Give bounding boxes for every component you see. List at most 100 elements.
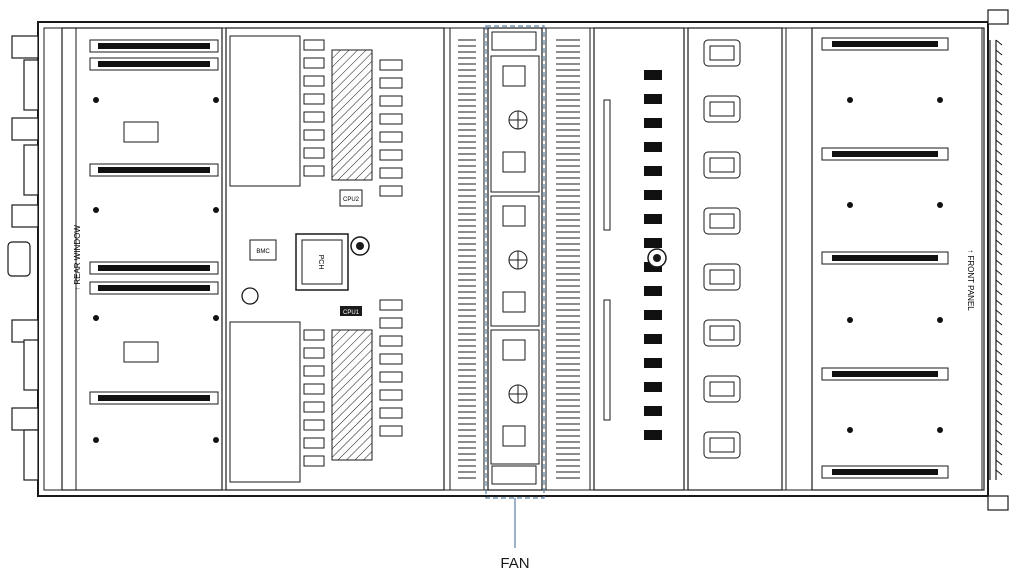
vent-tooth bbox=[995, 399, 1003, 406]
battery bbox=[241, 287, 259, 305]
dimm-slot bbox=[379, 131, 403, 143]
drive-latch-window bbox=[709, 325, 735, 341]
dimm-slot bbox=[303, 401, 325, 413]
dimm-slot bbox=[303, 111, 325, 123]
backplane-connector bbox=[644, 238, 662, 248]
dimm-slot bbox=[303, 165, 325, 177]
vent-tooth bbox=[995, 469, 1003, 476]
riser-left-bottom bbox=[229, 321, 301, 483]
dimm-slot bbox=[303, 93, 325, 105]
vent-tooth bbox=[995, 79, 1003, 86]
screw bbox=[847, 202, 853, 208]
vent-tooth bbox=[995, 429, 1003, 436]
backplane-connector bbox=[644, 142, 662, 152]
vent-tooth bbox=[995, 269, 1003, 276]
dimm-slot bbox=[379, 77, 403, 89]
pcie-slot-contact bbox=[98, 43, 210, 49]
fan-callout-box bbox=[485, 25, 545, 499]
screw bbox=[937, 317, 943, 323]
dimm-slot bbox=[379, 167, 403, 179]
screw bbox=[937, 427, 943, 433]
backplane-connector bbox=[644, 334, 662, 344]
backplane-connector bbox=[644, 382, 662, 392]
drive-latch-window bbox=[709, 101, 735, 117]
screw bbox=[847, 97, 853, 103]
cpu2-marker bbox=[339, 189, 363, 207]
backplane-connector bbox=[644, 94, 662, 104]
drive-connector-contact bbox=[832, 469, 938, 475]
fan-window bbox=[502, 65, 526, 87]
backplane-standoff-center bbox=[653, 254, 661, 262]
backplane-header bbox=[603, 99, 611, 231]
motherboard-outline bbox=[225, 27, 445, 491]
vent-tooth bbox=[995, 89, 1003, 96]
screw bbox=[93, 207, 99, 213]
dimm-slot bbox=[379, 113, 403, 125]
screw bbox=[937, 202, 943, 208]
vent-tooth bbox=[995, 329, 1003, 336]
dimm-slot bbox=[303, 39, 325, 51]
vent-tooth bbox=[995, 289, 1003, 296]
vent-tooth bbox=[995, 39, 1003, 46]
backplane-connector bbox=[644, 310, 662, 320]
left-connector-strip bbox=[449, 27, 485, 491]
dimm-slot bbox=[379, 185, 403, 197]
screw bbox=[213, 437, 219, 443]
vent-tooth bbox=[995, 259, 1003, 266]
vent-tooth bbox=[995, 99, 1003, 106]
dimm-slot bbox=[303, 75, 325, 87]
vent-tooth bbox=[995, 199, 1003, 206]
vent-tooth bbox=[995, 179, 1003, 186]
chassis-outline bbox=[37, 21, 989, 497]
drive-latch-window bbox=[709, 381, 735, 397]
vent-tooth bbox=[995, 439, 1003, 446]
bay-divider bbox=[785, 27, 813, 491]
rear-screws bbox=[93, 97, 943, 443]
front-drive-connectors bbox=[821, 37, 949, 479]
vent-tooth bbox=[995, 169, 1003, 176]
dimm-slot bbox=[303, 437, 325, 449]
rear-pcie-slots bbox=[89, 39, 219, 405]
cpu2-heatsink bbox=[331, 49, 373, 181]
vent-tooth bbox=[995, 309, 1003, 316]
vent-tooth bbox=[995, 459, 1003, 466]
right-connector-strip bbox=[545, 27, 591, 491]
vent-tooth bbox=[995, 149, 1003, 156]
dimm-slot bbox=[379, 317, 403, 329]
vent-tooth bbox=[995, 389, 1003, 396]
pcie-slot-contact bbox=[98, 395, 210, 401]
pcie-slot-contact bbox=[98, 285, 210, 291]
vent-tooth bbox=[995, 319, 1003, 326]
vent-tooth bbox=[995, 129, 1003, 136]
fan-window bbox=[502, 291, 526, 313]
vent-tooth bbox=[995, 409, 1003, 416]
vent-tooth bbox=[995, 239, 1003, 246]
dimm-slot bbox=[303, 365, 325, 377]
vent-tooth bbox=[995, 69, 1003, 76]
pch-label: PCH bbox=[317, 255, 324, 270]
screw bbox=[93, 437, 99, 443]
dimm-slot bbox=[379, 299, 403, 311]
dimm-slot bbox=[303, 329, 325, 341]
screw bbox=[213, 97, 219, 103]
bracket bbox=[123, 121, 159, 143]
backplane-connector bbox=[644, 286, 662, 296]
backplane-connector bbox=[644, 190, 662, 200]
dimm-slot bbox=[379, 335, 403, 347]
vent-tooth bbox=[995, 419, 1003, 426]
vent-tooth bbox=[995, 369, 1003, 376]
dimm-slot bbox=[379, 149, 403, 161]
pcie-slot-contact bbox=[98, 167, 210, 173]
backplane-connector bbox=[644, 406, 662, 416]
vent-tooth bbox=[995, 209, 1003, 216]
drive-latch-column bbox=[687, 27, 783, 491]
backplane-connector bbox=[644, 430, 662, 440]
dimm-slot bbox=[303, 57, 325, 69]
dimm-slot bbox=[379, 95, 403, 107]
drive-connector-contact bbox=[832, 255, 938, 261]
fan-assembly bbox=[487, 27, 543, 491]
vent-tooth bbox=[995, 229, 1003, 236]
rear-riser-area bbox=[61, 27, 223, 491]
drive-latch-window bbox=[709, 45, 735, 61]
